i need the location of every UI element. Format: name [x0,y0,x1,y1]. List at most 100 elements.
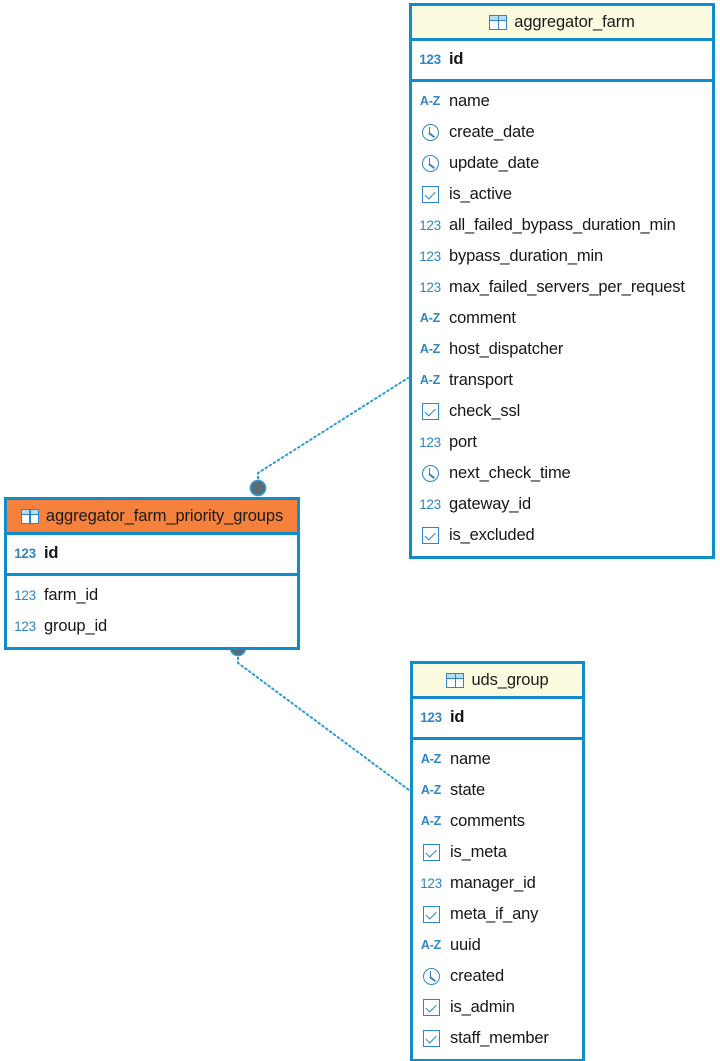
entity-name-label: aggregator_farm_priority_groups [45,506,284,525]
primary-key-row[interactable]: 123 id [413,702,582,733]
column-name-label: comment [449,309,516,327]
column-name-label: gateway_id [449,495,531,513]
number-type-icon: 123 [419,277,441,299]
string-type-icon: A-Z [420,749,442,771]
column-name-label: host_dispatcher [449,340,564,358]
column-row[interactable]: 123 all_failed_bypass_duration_min [412,210,712,241]
number-type-icon: 123 [14,585,36,607]
column-row[interactable]: is_meta [413,837,582,868]
column-name-label: max_failed_servers_per_request [449,278,685,296]
column-row[interactable]: created [413,961,582,992]
string-type-icon: A-Z [419,91,441,113]
column-row[interactable]: meta_if_any [413,899,582,930]
primary-key-label: id [449,50,464,68]
column-row[interactable]: check_ssl [412,396,712,427]
column-row[interactable]: is_admin [413,992,582,1023]
number-type-label: 123 [419,496,441,512]
column-name-label: staff_member [450,1029,549,1047]
column-name-label: bypass_duration_min [449,247,603,265]
column-row[interactable]: 123 max_failed_servers_per_request [412,272,712,303]
column-name-label: created [450,967,504,985]
number-type-label: 123 [14,587,36,603]
relation-endpoint[interactable] [249,479,267,497]
table-grid-icon [489,14,508,30]
number-type-icon: 123 [14,543,36,565]
number-type-label: 123 [419,279,441,295]
column-row[interactable]: 123 farm_id [7,580,297,611]
column-row[interactable]: A-Z host_dispatcher [412,334,712,365]
column-row[interactable]: 123 gateway_id [412,489,712,520]
number-type-label: 123 [14,545,36,561]
string-type-label: A-Z [419,373,441,388]
column-name-label: is_admin [450,998,515,1016]
entity-header[interactable]: aggregator_farm [412,6,712,41]
checkbox-icon [420,842,442,864]
number-type-label: 123 [420,709,442,725]
number-type-icon: 123 [14,616,36,638]
column-name-label: group_id [44,617,108,635]
string-type-label: A-Z [420,814,442,829]
column-row[interactable]: 123 bypass_duration_min [412,241,712,272]
number-type-icon: 123 [420,707,442,729]
clock-glyph [421,465,439,482]
checkbox-glyph [421,186,439,203]
column-row[interactable]: update_date [412,148,712,179]
checkbox-icon [420,904,442,926]
column-name-label: uuid [450,936,481,954]
column-name-label: meta_if_any [450,905,539,923]
clock-icon [420,966,442,988]
column-row[interactable]: is_excluded [412,520,712,551]
entity-name-label: uds_group [471,670,549,689]
primary-key-row[interactable]: 123 id [412,44,712,75]
number-type-label: 123 [419,217,441,233]
column-row[interactable]: A-Z state [413,775,582,806]
string-type-icon: A-Z [420,935,442,957]
column-row[interactable]: staff_member [413,1023,582,1054]
column-row[interactable]: A-Z uuid [413,930,582,961]
column-name-label: all_failed_bypass_duration_min [449,216,676,234]
table-grid-icon [446,672,465,688]
clock-icon [419,153,441,175]
number-type-icon: 123 [419,49,441,71]
relation-rel-group[interactable] [229,639,410,791]
column-name-label: update_date [449,154,540,172]
checkbox-glyph [421,527,439,544]
number-type-label: 123 [419,51,441,67]
relation-line [237,647,410,791]
column-row[interactable]: is_active [412,179,712,210]
column-name-label: manager_id [450,874,536,892]
primary-key-label: id [450,708,465,726]
column-name-label: farm_id [44,586,98,604]
string-type-label: A-Z [419,342,441,357]
number-type-label: 123 [419,248,441,264]
string-type-icon: A-Z [420,811,442,833]
relation-rel-farm[interactable] [249,377,409,497]
column-row[interactable]: 123 group_id [7,611,297,642]
column-row[interactable]: A-Z comment [412,303,712,334]
column-name-label: state [450,781,486,799]
string-type-label: A-Z [419,311,441,326]
column-row[interactable]: create_date [412,117,712,148]
clock-glyph [421,155,439,172]
table-grid-icon [20,508,39,524]
number-type-icon: 123 [419,432,441,454]
checkbox-icon [420,1028,442,1050]
entity-header[interactable]: uds_group [413,664,582,699]
string-type-label: A-Z [420,783,442,798]
column-row[interactable]: next_check_time [412,458,712,489]
string-type-label: A-Z [420,938,442,953]
entity-header[interactable]: aggregator_farm_priority_groups [7,500,297,535]
